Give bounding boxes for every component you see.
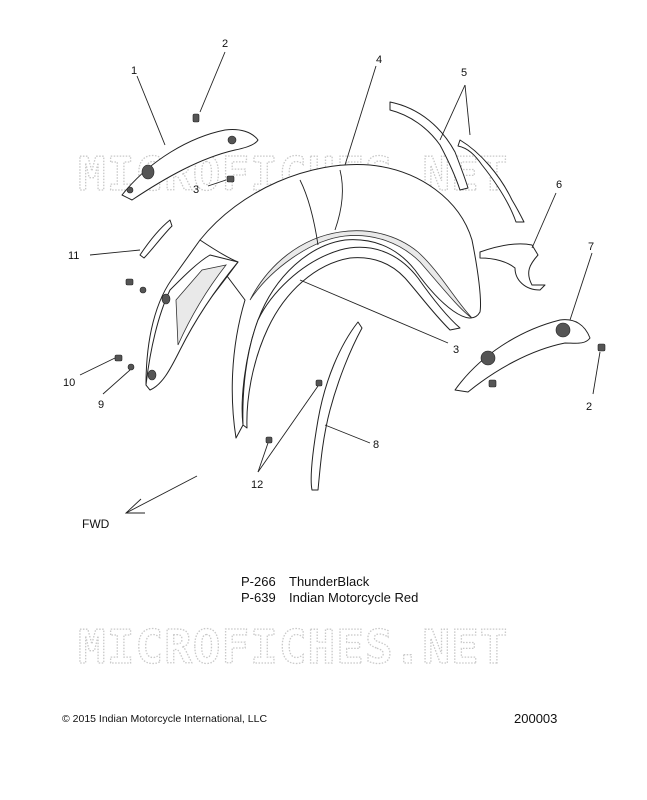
paint-name: Indian Motorcycle Red <box>289 590 419 605</box>
part-5-trim-strips <box>389 101 525 223</box>
paint-code-list: P-266 ThunderBlack P-639 Indian Motorcycle… <box>241 574 418 606</box>
part-7-rear-tip <box>454 319 591 393</box>
paint-code-row: P-639 Indian Motorcycle Red <box>241 590 418 606</box>
paint-code-row: P-266 ThunderBlack <box>241 574 418 590</box>
part-1-front-tip <box>121 129 259 201</box>
washer-9 <box>127 286 147 371</box>
part-11-strip <box>139 219 173 259</box>
screw-top <box>192 113 200 123</box>
callout-9: 9 <box>98 399 104 411</box>
nut-12 <box>265 379 323 444</box>
callout-1: 1 <box>131 65 137 77</box>
callout-3-middle: 3 <box>453 344 459 356</box>
callout-7: 7 <box>588 241 594 253</box>
fwd-label: FWD <box>82 517 110 531</box>
front-inner-panel <box>145 254 239 391</box>
screw-10 <box>114 278 134 362</box>
screw-rear <box>488 343 606 388</box>
paint-code: P-639 <box>241 590 276 605</box>
part-6-bracket <box>479 243 546 291</box>
watermark-bottom: MICROFICHES.NET <box>78 620 508 674</box>
callout-3-front: 3 <box>193 184 199 196</box>
callout-12: 12 <box>251 479 263 491</box>
paint-name: ThunderBlack <box>289 574 370 589</box>
part-8-strip <box>310 321 363 491</box>
callout-5: 5 <box>461 67 467 79</box>
callout-6: 6 <box>556 179 562 191</box>
callout-11: 11 <box>68 250 79 262</box>
callout-2-top: 2 <box>222 38 228 50</box>
copyright-notice: © 2015 Indian Motorcycle International, … <box>62 713 268 725</box>
callout-2-rear: 2 <box>586 401 592 413</box>
callout-4: 4 <box>376 54 382 66</box>
diagram-number: 200003 <box>514 711 558 726</box>
leader-lines <box>79 51 601 473</box>
callout-8: 8 <box>373 439 379 451</box>
callout-10: 10 <box>63 377 75 389</box>
clip-front <box>226 175 235 183</box>
paint-code: P-266 <box>241 574 276 589</box>
forward-arrow <box>124 475 198 514</box>
